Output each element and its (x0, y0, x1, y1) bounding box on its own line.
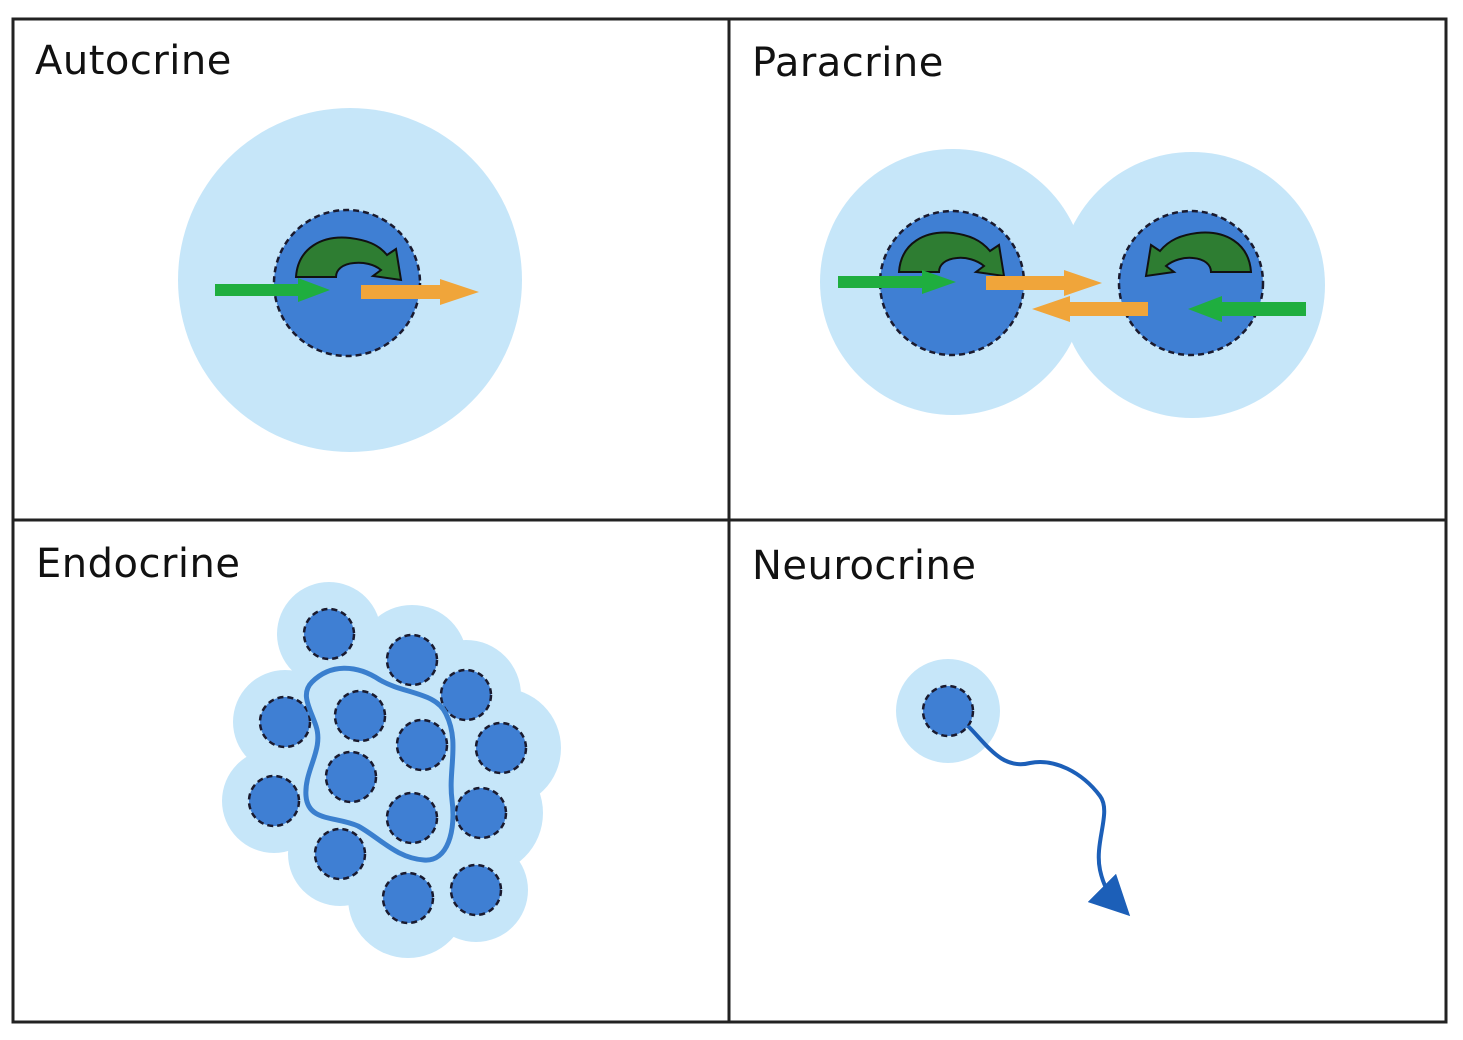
endocrine-cell (454, 786, 508, 840)
endocrine-cell (333, 689, 387, 743)
neurocrine-figure (896, 659, 1131, 917)
panel-title-autocrine: Autocrine (35, 38, 232, 84)
endocrine-cell (474, 721, 528, 775)
panel-title-endocrine: Endocrine (36, 541, 241, 587)
autocrine-loop-arrow-icon (294, 236, 403, 282)
paracrine-orange-arrow-left-icon (1032, 296, 1148, 322)
endocrine-cell (381, 871, 435, 925)
paracrine-green-arrow-left-icon (1188, 296, 1306, 322)
endocrine-cell (385, 791, 439, 845)
endocrine-cell (449, 863, 503, 917)
panel-title-paracrine: Paracrine (752, 40, 944, 86)
paracrine-figure (820, 149, 1325, 418)
paracrine-loop-arrow-right-icon (1144, 231, 1253, 278)
endocrine-blood-vessel-icon (303, 665, 456, 863)
endocrine-cell (324, 750, 378, 804)
autocrine-orange-arrow-icon (361, 279, 479, 305)
panel-frame (11, 17, 1448, 1024)
neurocrine-cell (921, 684, 975, 738)
endocrine-figure (222, 582, 561, 958)
endocrine-cell (302, 607, 356, 661)
endocrine-cells (247, 607, 528, 925)
endocrine-cell (247, 774, 301, 828)
endocrine-cell (395, 718, 449, 772)
paracrine-loop-arrow-left-icon (897, 231, 1006, 278)
endocrine-cell (385, 633, 439, 687)
panel-title-neurocrine: Neurocrine (752, 543, 977, 589)
autocrine-green-arrow-icon (215, 278, 330, 302)
autocrine-figure (178, 108, 522, 452)
endocrine-cell (258, 695, 312, 749)
autocrine-cell (272, 208, 422, 358)
paracrine-cell-right (1117, 209, 1265, 357)
endocrine-cell (313, 827, 367, 881)
neurocrine-axon-arrow-icon (966, 724, 1131, 917)
endocrine-cell (439, 668, 493, 722)
paracrine-orange-arrow-right-icon (986, 270, 1102, 296)
paracrine-green-arrow-in-icon (838, 270, 956, 294)
